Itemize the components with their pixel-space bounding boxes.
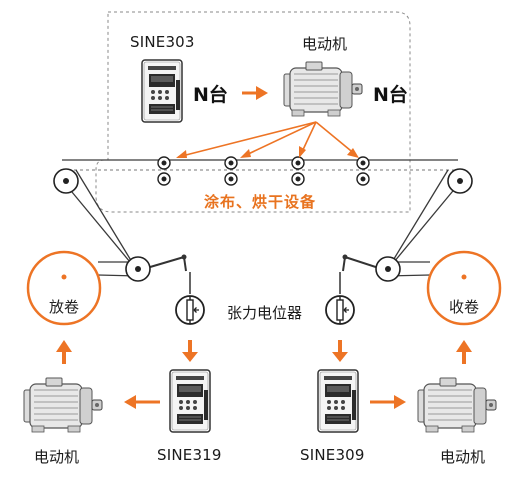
web-belt — [61, 159, 463, 277]
arrow-icon-left-horizontal — [124, 395, 160, 409]
motor-icon-right — [417, 377, 497, 433]
drying-rollers — [157, 156, 370, 186]
right-inverter-label: SINE309 — [300, 446, 365, 464]
arrow-icon-top-link — [242, 86, 268, 100]
dancer-arm-left — [125, 254, 187, 282]
inverter-icon-top — [141, 59, 183, 123]
motor-icon-top — [283, 61, 363, 117]
arrow-icon-right-horizontal — [370, 395, 406, 409]
top-motor-label: 电动机 — [302, 35, 348, 53]
drive-arrows — [176, 121, 359, 158]
top-inverter-count: N台 — [193, 84, 228, 106]
roller-left-end — [53, 168, 79, 194]
dancer-arm-right — [342, 254, 401, 282]
motor-icon-left — [23, 377, 103, 433]
top-motor-count: N台 — [373, 84, 408, 106]
rewind-roll-label: 收卷 — [449, 298, 480, 316]
roller-right-end — [447, 168, 473, 194]
inverter-icon-right — [317, 369, 359, 433]
tension-potentiometer-label: 张力电位器 — [227, 304, 303, 322]
unwind-roll-label: 放卷 — [49, 298, 80, 316]
arrow-icon-left-down — [182, 340, 198, 362]
arrow-icon-left-up — [56, 340, 72, 364]
left-inverter-label: SINE319 — [157, 446, 222, 464]
right-motor-label: 电动机 — [440, 448, 486, 466]
unwind-roll — [26, 250, 102, 326]
arrow-icon-right-up — [456, 340, 472, 364]
inverter-icon-left — [169, 369, 211, 433]
potentiometer-icon-left — [175, 295, 205, 325]
rewind-roll — [426, 250, 502, 326]
left-motor-label: 电动机 — [34, 448, 80, 466]
arrow-icon-right-down — [332, 340, 348, 362]
process-label: 涂布、烘干设备 — [204, 193, 317, 211]
potentiometer-icon-right — [325, 295, 355, 325]
top-inverter-label: SINE303 — [130, 33, 195, 51]
